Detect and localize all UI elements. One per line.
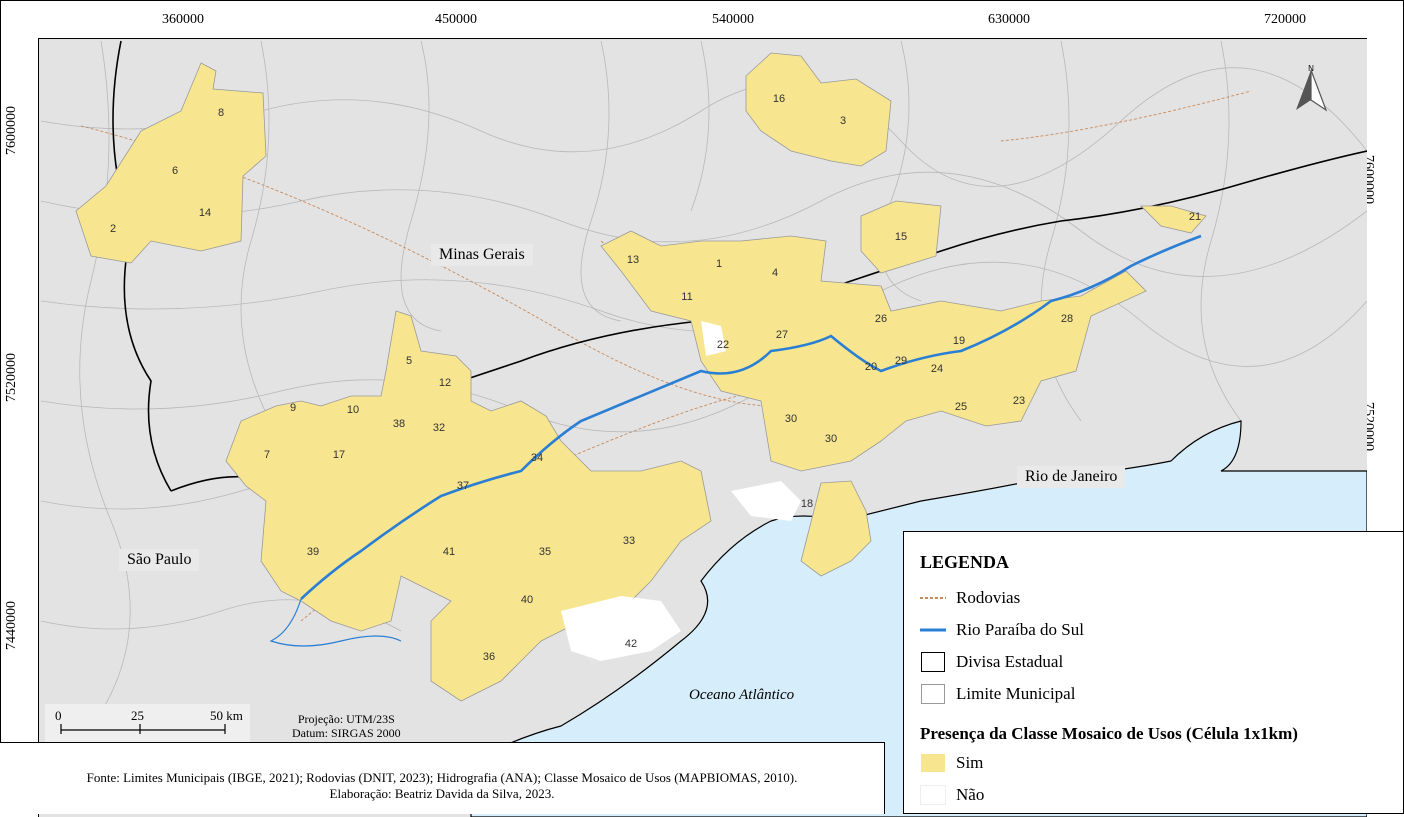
- legend-label: Rio Paraíba do Sul: [956, 620, 1084, 639]
- author-line: Elaboração: Beatriz Davida da Silva, 202…: [329, 786, 555, 801]
- ocean-label: Oceano Atlântico: [689, 687, 795, 703]
- municipality-label: 39: [306, 546, 320, 558]
- river-line-icon: [920, 620, 946, 640]
- x-tick: 630000: [988, 12, 1030, 27]
- municipality-label: 18: [800, 498, 814, 510]
- municipality-label: 14: [198, 207, 212, 219]
- source-line: Fonte: Limites Municipais (IBGE, 2021); …: [86, 770, 798, 785]
- municipality-label: 5: [405, 355, 413, 367]
- municipality-label: 6: [171, 165, 179, 177]
- municipality-label: 24: [930, 363, 944, 375]
- source-box: Fonte: Limites Municipais (IBGE, 2021); …: [0, 742, 885, 814]
- legend-label: Rodovias: [956, 588, 1021, 607]
- nao-swatch-icon: [920, 785, 946, 805]
- municipality-label: 4: [771, 267, 779, 279]
- municipality-label: 32: [432, 422, 446, 434]
- projection-info: Projeção: UTM/23S Datum: SIRGAS 2000: [292, 712, 401, 740]
- municipality-label: 15: [894, 231, 908, 243]
- municipality-label: 29: [894, 355, 908, 367]
- municipality-label: 20: [864, 361, 878, 373]
- municipality-label: 1: [715, 258, 723, 270]
- municipality-label: 35: [538, 546, 552, 558]
- projection-line: Projeção: UTM/23S: [297, 712, 395, 726]
- state-label-rio: Rio de Janeiro: [1017, 466, 1126, 488]
- x-tick: 540000: [712, 12, 754, 27]
- no-mosaic-areas: [561, 321, 801, 661]
- road-line-icon: [920, 588, 946, 608]
- municipality-label: 7: [263, 449, 271, 461]
- municipality-label: 22: [716, 339, 730, 351]
- x-tick: 720000: [1264, 12, 1306, 27]
- state-border: [112, 40, 172, 492]
- state-border-icon: [920, 652, 946, 672]
- scale-label: 50 km: [210, 708, 243, 723]
- legend-label: Limite Municipal: [956, 684, 1076, 703]
- municipal-limit-icon: [920, 684, 946, 704]
- municipality-label: 38: [392, 418, 406, 430]
- legend-subtitle: Presença da Classe Mosaico de Usos (Célu…: [920, 724, 1298, 743]
- municipality-label: 23: [1012, 395, 1026, 407]
- municipality-label: 11: [681, 291, 693, 303]
- municipality-label: 21: [1188, 211, 1202, 223]
- municipality-label: 30: [784, 413, 798, 425]
- scale-label: 25: [131, 708, 144, 723]
- municipality-label: 40: [520, 594, 534, 606]
- scale-bar: 0 25 50 km: [45, 704, 250, 744]
- north-arrow-icon: N: [1294, 62, 1328, 119]
- municipality-label: 9: [289, 402, 297, 414]
- legend-label: Sim: [956, 753, 984, 772]
- datum-line: Datum: SIRGAS 2000: [292, 726, 401, 740]
- municipality-label: 28: [1060, 313, 1074, 325]
- state-label-sao-paulo: São Paulo: [119, 549, 200, 571]
- legend-item-state-border: Divisa Estadual: [920, 651, 1063, 673]
- legend-title: LEGENDA: [920, 552, 1010, 572]
- legend: LEGENDA Rodovias Rio Paraíba do Sul Divi…: [903, 531, 1404, 814]
- legend-item-river: Rio Paraíba do Sul: [920, 619, 1084, 641]
- municipality-label: 19: [952, 335, 966, 347]
- river-tail: [269, 598, 402, 647]
- municipality-label: 41: [442, 546, 456, 558]
- municipality-label: 10: [346, 404, 360, 416]
- municipality-label: 34: [530, 452, 544, 464]
- y-tick: 7440000: [4, 601, 19, 650]
- municipality-label: 33: [622, 535, 636, 547]
- municipal-limits: [40, 40, 1367, 742]
- y-tick: 7520000: [4, 353, 19, 402]
- municipality-label: 16: [772, 93, 786, 105]
- sim-swatch-icon: [920, 753, 946, 773]
- municipality-label: 17: [332, 449, 346, 461]
- legend-item-sim: Sim: [920, 752, 983, 774]
- state-label-minas: Minas Gerais: [431, 244, 533, 266]
- legend-label: Divisa Estadual: [956, 652, 1064, 671]
- x-tick: 450000: [435, 12, 477, 27]
- legend-item-roads: Rodovias: [920, 587, 1020, 609]
- municipality-label: 25: [954, 401, 968, 413]
- municipality-label: 30: [824, 433, 838, 445]
- municipality-label: 27: [775, 329, 789, 341]
- legend-item-municipal-limit: Limite Municipal: [920, 683, 1075, 705]
- municipality-label: 12: [438, 377, 452, 389]
- x-tick: 360000: [162, 12, 204, 27]
- municipality-label: 42: [624, 638, 638, 650]
- legend-item-nao: Não: [920, 784, 984, 806]
- municipality-label: 26: [874, 313, 888, 325]
- municipality-label: 8: [217, 107, 225, 119]
- y-tick: 7600000: [4, 106, 19, 155]
- legend-label: Não: [956, 785, 985, 804]
- mosaic-areas: [75, 52, 1207, 702]
- municipality-label: 3: [839, 115, 847, 127]
- municipality-label: 37: [456, 480, 470, 492]
- svg-text:N: N: [1308, 64, 1314, 73]
- river: [300, 234, 1202, 600]
- municipality-label: 13: [626, 254, 640, 266]
- scale-label: 0: [55, 708, 62, 723]
- municipality-label: 36: [482, 651, 496, 663]
- municipality-label: 2: [109, 223, 117, 235]
